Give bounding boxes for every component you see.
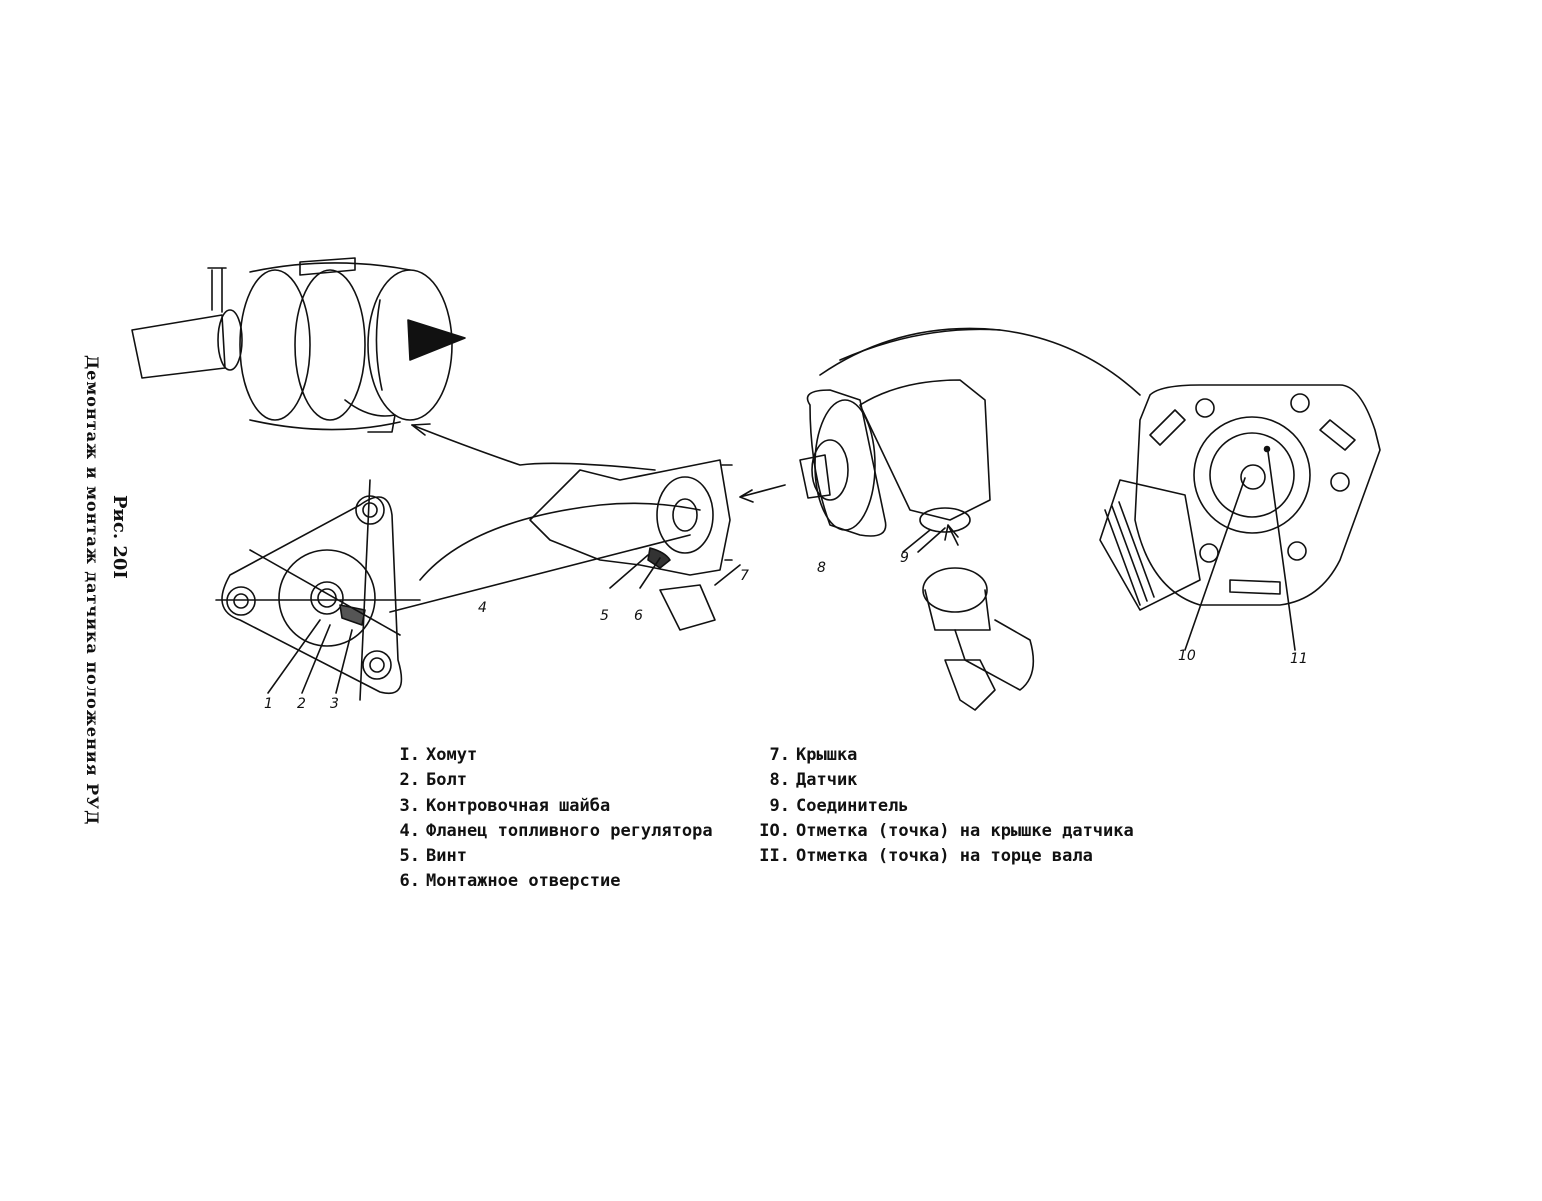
legend-item-number: 7. [769, 745, 790, 765]
callout-11: 11 [1290, 651, 1308, 667]
legend-item: IO. Отметка (точка) на крышке датчика [752, 820, 1134, 846]
legend-item-number: 9. [769, 795, 790, 816]
legend-item-text: Отметка (точка) на крышке датчика [796, 820, 1134, 841]
legend-item-text: Отметка (точка) на торце вала [796, 846, 1093, 867]
legend-item-number: 2. [399, 770, 420, 791]
legend-item-number: II. [759, 846, 790, 867]
legend-item: 7. Крышка [752, 745, 1134, 770]
legend-item-text: Контровочная шайба [426, 795, 611, 816]
callout-6: 6 [634, 608, 643, 624]
callout-10: 10 [1178, 648, 1196, 664]
figure-title: Демонтаж и монтаж датчика положения РУД [83, 355, 102, 826]
legend-right-column: 7. Крышка 8. Датчик 9. Соединитель IO. Отмет… [752, 745, 1134, 871]
figure-caption: Демонтаж и монтаж датчика положения РУД … [60, 345, 130, 825]
legend-left-column: I. Хомут 2. Болт 3. Контровочная шайба 4. Фл… [386, 745, 713, 897]
callout-3: 3 [330, 696, 339, 712]
legend-item: 4. Фланец топливного регулятора [386, 821, 713, 846]
legend-item: 9. Соединитель [752, 796, 1134, 821]
legend-item-text: Крышка [796, 745, 858, 765]
legend-item: 6. Монтажное отверстие [386, 871, 713, 896]
legend-item-number: 4. [399, 820, 420, 841]
sensor-mounting-assembly [389, 459, 786, 631]
legend-item-number: 6. [399, 871, 420, 892]
legend-item: II. Отметка (точка) на торце вала [752, 846, 1134, 871]
legend-item-text: Датчик [796, 770, 858, 791]
legend-item-text: Хомут [426, 745, 478, 765]
callout-2: 2 [297, 696, 306, 712]
legend-item-text: Монтажное отверстие [426, 871, 621, 892]
legend-item-text: Фланец топливного регулятора [426, 820, 713, 841]
position-sensor [799, 327, 1141, 537]
removal-arrow-regulator [411, 423, 656, 471]
legend-item-number: 3. [399, 795, 420, 816]
legend-item-text: Винт [426, 846, 467, 867]
callout-5: 5 [600, 608, 609, 624]
legend-item-number: I. [399, 745, 420, 765]
legend-item: 2. Болт [386, 770, 713, 795]
legend-item-number: IO. [759, 820, 790, 841]
callout-9: 9 [900, 550, 909, 566]
legend-item: 5. Винт [386, 846, 713, 871]
callout-1: 1 [264, 696, 273, 712]
figure-number: Рис. 20I [109, 495, 130, 579]
fuel-regulator-unit [131, 257, 466, 433]
callout-8: 8 [817, 560, 826, 576]
legend-item: 8. Датчик [752, 770, 1134, 795]
legend-item: 3. Контровочная шайба [386, 796, 713, 821]
callout-labels: 1 2 3 4 5 6 7 8 9 10 11 [264, 550, 1308, 712]
legend-item-number: 5. [399, 846, 420, 867]
sensor-cover-plate [1099, 384, 1381, 651]
regulator-flange [215, 479, 421, 701]
sensor-connector [902, 524, 1035, 711]
callout-4: 4 [478, 600, 487, 616]
legend-item-text: Болт [426, 770, 467, 791]
callout-7: 7 [740, 568, 749, 584]
legend-item-text: Соединитель [796, 795, 909, 816]
legend-item: I. Хомут [386, 745, 713, 770]
legend-item-number: 8. [769, 770, 790, 791]
